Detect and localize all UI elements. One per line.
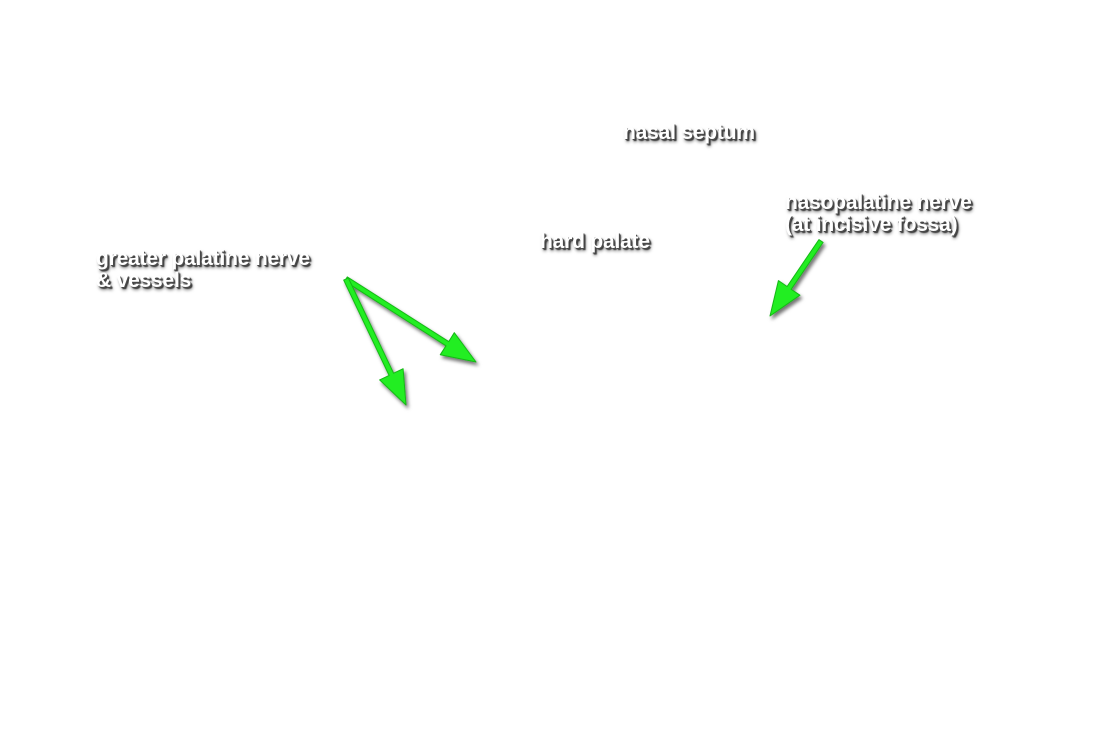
arrow-greater-palatine-to-foramen — [343, 277, 407, 406]
label-nasopalatine: nasopalatine nerve (at incisive fossa) — [785, 192, 972, 236]
label-greater-palatine-line1: greater palatine nerve — [96, 247, 310, 270]
label-nasopalatine-line2: (at incisive fossa) — [785, 213, 958, 236]
arrow-greater-palatine-to-palate — [344, 276, 477, 363]
label-hard-palate-text: hard palate — [540, 230, 650, 253]
label-nasal-septum: nasal septum — [623, 122, 755, 144]
label-nasopalatine-line1: nasopalatine nerve — [785, 191, 972, 214]
label-hard-palate: hard palate — [540, 231, 650, 253]
label-greater-palatine: greater palatine nerve & vessels — [96, 248, 310, 292]
label-greater-palatine-line2: & vessels — [96, 269, 192, 292]
label-nasal-septum-text: nasal septum — [623, 121, 755, 144]
arrow-nasopalatine — [769, 239, 824, 317]
